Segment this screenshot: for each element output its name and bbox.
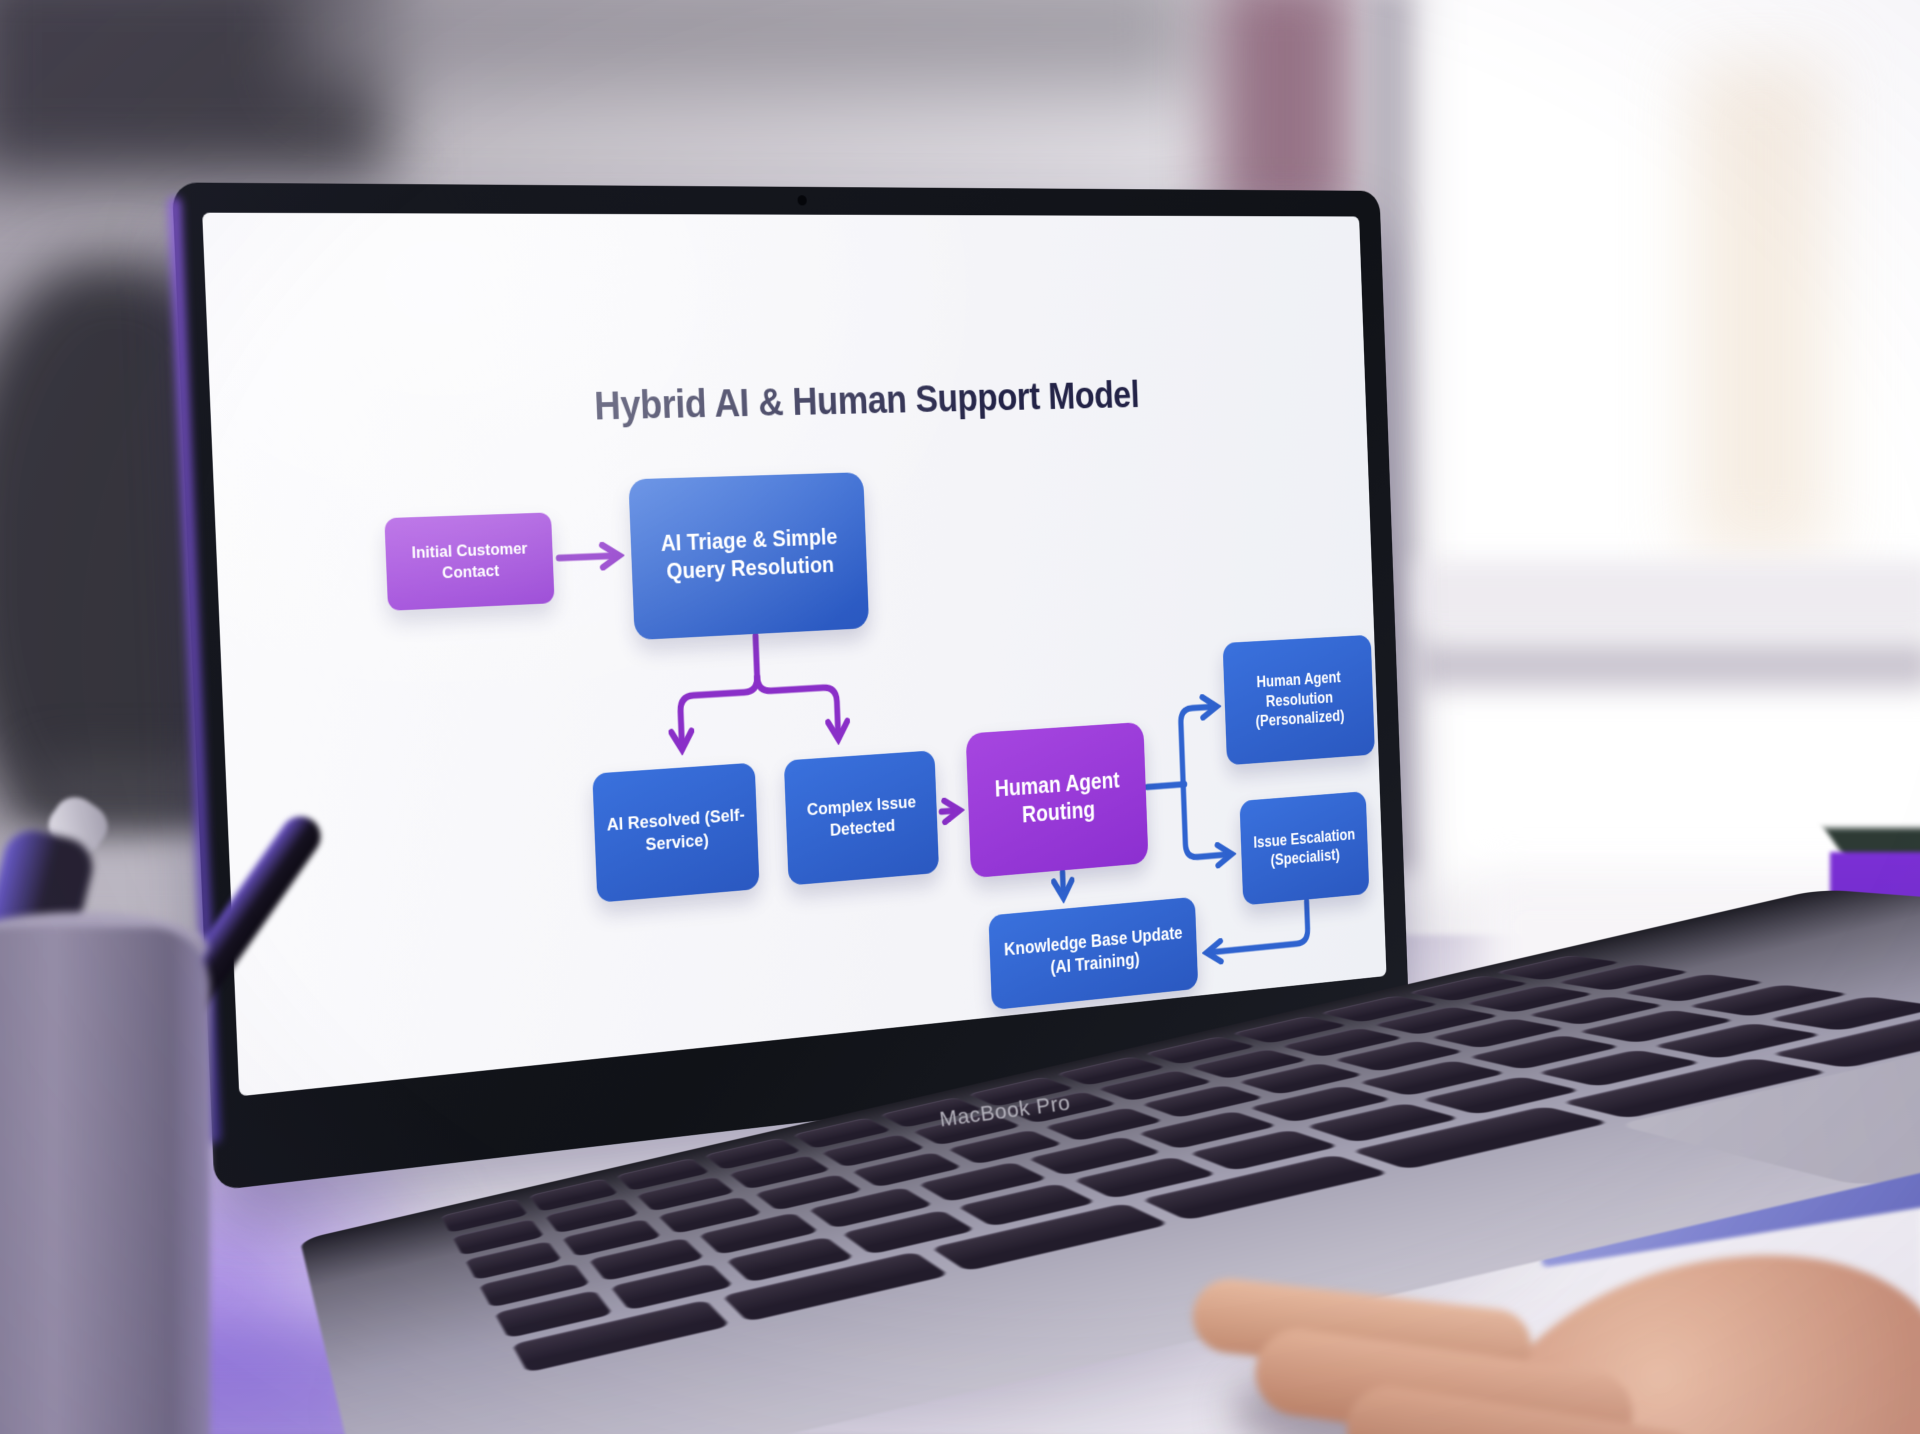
flow-node-initial-customer-contact: Initial Customer Contact [384, 512, 555, 611]
window-sill [1415, 560, 1920, 632]
flow-node-human-agent-routing: Human Agent Routing [965, 721, 1149, 879]
window-sill-shadow [1415, 642, 1920, 688]
wall-shadow-band [300, 0, 1200, 90]
laptop-screen: Hybrid AI & Human Support Model [202, 213, 1386, 1097]
window-warm-glow [1690, 60, 1830, 560]
flow-connectors [202, 213, 1386, 1097]
flow-node-ai-resolved: AI Resolved (Self-Service) [592, 762, 760, 903]
window-light [1425, 0, 1920, 890]
flow-node-issue-escalation: Issue Escalation (Specialist) [1239, 791, 1370, 906]
flow-node-complex-issue: Complex Issue Detected [783, 750, 940, 886]
pen-cup [0, 928, 210, 1434]
flow-node-human-agent-resolution: Human Agent Resolution (Personalized) [1222, 634, 1375, 766]
webcam-icon [797, 195, 807, 206]
flow-node-ai-triage: AI Triage & Simple Query Resolution [628, 472, 870, 641]
